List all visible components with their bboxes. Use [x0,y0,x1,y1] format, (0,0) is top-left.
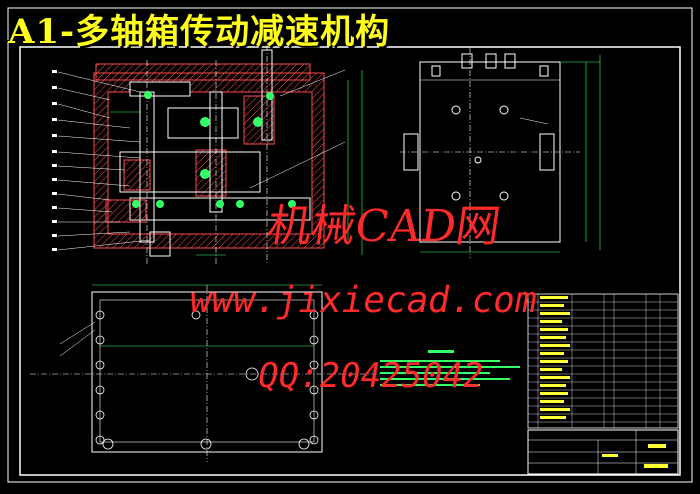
front-section-view [52,45,363,265]
plan-view [30,284,380,462]
drawing-title: A1-多轴箱传动减速机构 [8,12,391,52]
title-block [527,429,679,475]
outer-border [7,7,693,483]
parts-list [527,293,679,429]
technical-notes [380,350,520,386]
side-view [400,48,601,258]
watermark-site-name: 机械CAD网 [263,201,504,252]
watermark-qq: QQ:20425042 [254,356,487,396]
watermark-url: www.jixiecad.com [186,280,541,321]
inner-border [19,46,681,476]
